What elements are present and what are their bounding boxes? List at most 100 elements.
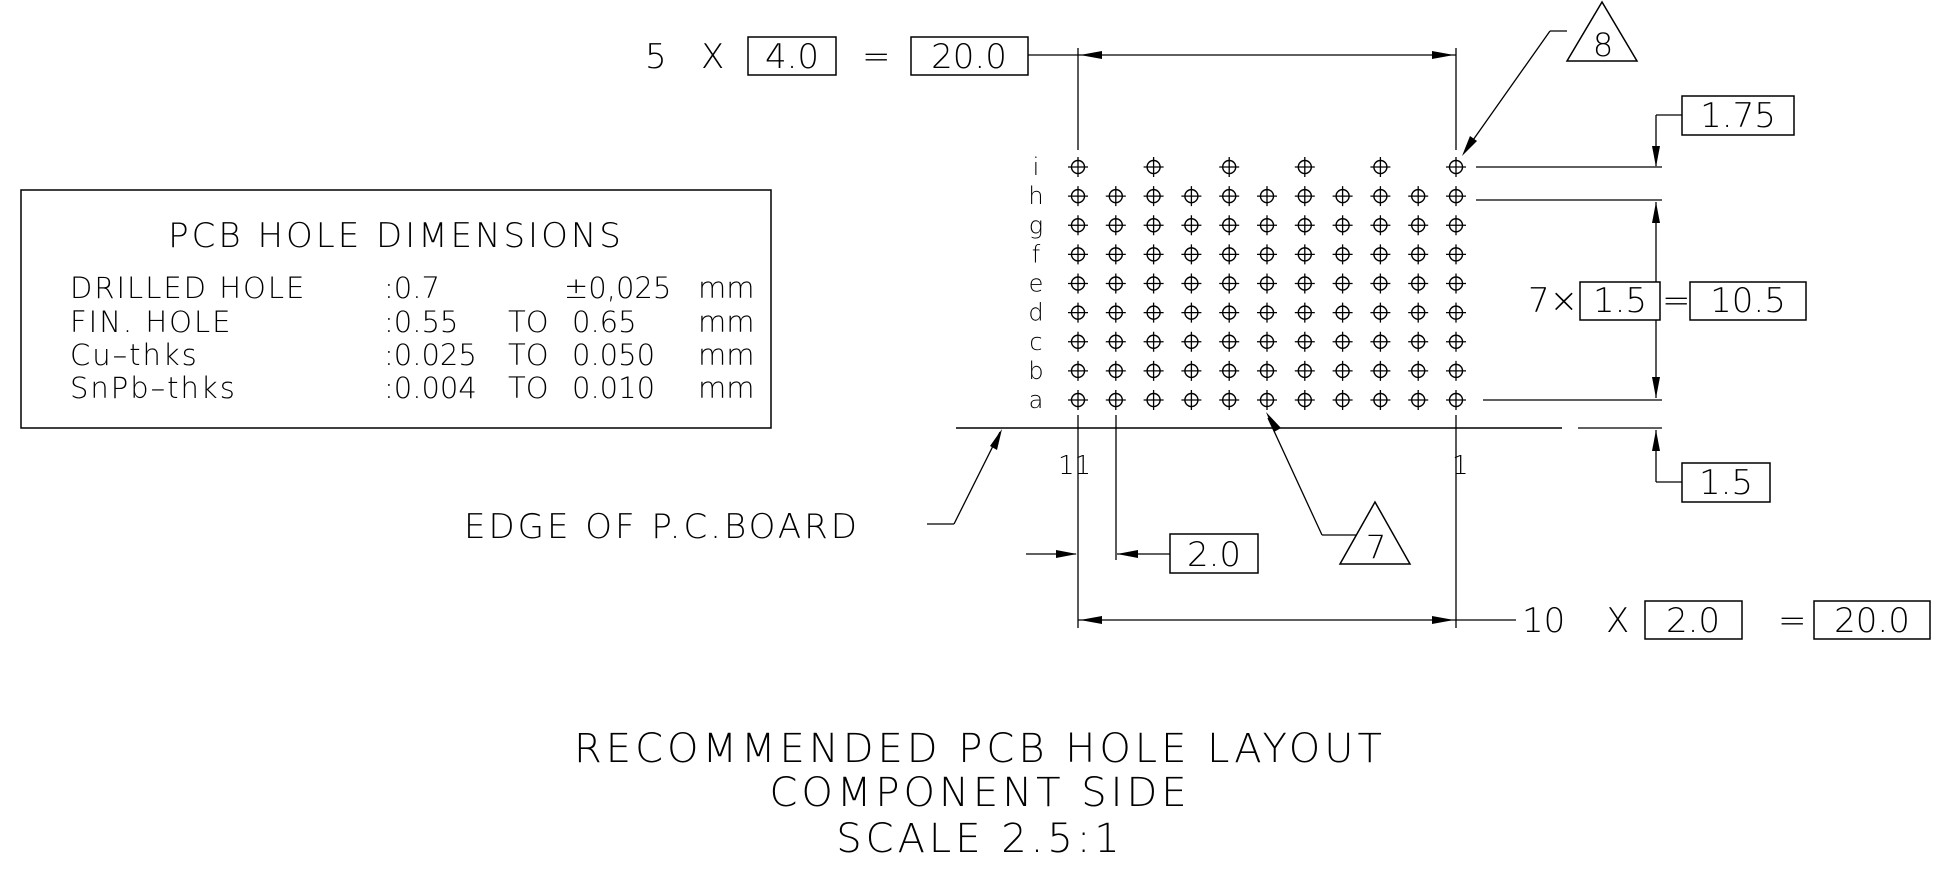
title-line-3: SCALE 2.5:1 [836,816,1124,862]
callout-8-leader [1465,30,1551,151]
hole-b4 [1332,360,1353,381]
hole-f9 [1143,244,1164,265]
hole-g10 [1105,215,1126,236]
top-dim-times: X [701,37,724,77]
hole-a1 [1446,390,1466,410]
hole-h4 [1332,186,1353,207]
bottom-dim-total: 20.0 [1834,601,1910,641]
row-unit: mm [698,305,755,339]
col-pitch-arrow-right [1117,550,1138,558]
hole-a7 [1219,390,1240,410]
hole-i3 [1370,157,1391,177]
hole-d1 [1446,302,1466,323]
top-dimension: 5 X 4.0 = 20.0 [645,36,1456,77]
hole-b2 [1408,360,1429,381]
hole-g9 [1143,215,1164,236]
row-label-e: e [1029,270,1044,298]
hole-h11 [1068,186,1088,207]
col-pitch-arrow-left [1056,550,1077,558]
top-dim-pitch-box [747,36,837,76]
callout-7-leader [1267,417,1323,536]
hole-f1 [1446,244,1466,265]
hole-b3 [1370,360,1391,381]
hole-g7 [1219,215,1240,236]
top-dim-total: 20.0 [931,37,1007,77]
hole-d5 [1294,302,1315,323]
hole-f3 [1370,244,1391,265]
vertical-dim-pitch-box [1579,281,1661,321]
top-dim-arrow-right [1432,51,1454,59]
hole-c7 [1219,331,1240,352]
hole-e1 [1446,273,1466,294]
row-value1: :0.55 [384,305,458,339]
hole-h9 [1143,186,1164,207]
row-label: DRILLED HOLE [70,271,306,305]
bottom-dim-pitch-box [1644,600,1743,640]
hole-b7 [1219,360,1240,381]
table-row: DRILLED HOLE :0.7 ±0,025 mm [70,271,755,305]
top-dim-equals: = [862,37,891,77]
hole-i7 [1219,157,1240,177]
board-edge: EDGE OF P.C.BOARD [464,427,1562,547]
hole-b9 [1143,360,1164,381]
row-value1: :0.004 [384,371,477,405]
bottom-dim-total-box [1813,600,1931,640]
row-label-g: g [1029,211,1043,239]
vertical-dim-equals: = [1662,281,1691,321]
table-border [20,189,772,429]
hole-a4 [1332,390,1353,410]
offset-top-arrow [1652,146,1660,167]
table-row: FIN. HOLE :0.55 TO 0.65 mm [70,305,755,339]
hole-c6 [1257,331,1277,352]
top-dim-count: 5 [645,37,667,77]
row-value2: 0.050 [572,338,655,372]
hole-a11 [1068,390,1088,410]
hole-d2 [1408,302,1429,323]
hole-a2 [1408,390,1429,410]
bottom-dim-equals: = [1778,601,1807,641]
hole-c4 [1332,331,1353,352]
hole-e9 [1143,273,1164,294]
hole-b10 [1105,360,1126,381]
hole-d11 [1068,302,1088,323]
row-label-h: h [1028,182,1043,210]
bottom-dim-times: X [1606,601,1629,641]
hole-b6 [1257,360,1277,381]
row-label: SnPb–thks [70,371,237,405]
top-dim-pitch: 4.0 [765,37,819,77]
row-unit: mm [698,271,755,305]
hole-e10 [1105,273,1126,294]
callout-8: 8 [1462,0,1639,156]
hole-c5 [1294,331,1315,352]
hole-h5 [1294,186,1315,207]
hole-e3 [1370,273,1391,294]
row-value2: ±0,025 [564,271,671,305]
row-label-b: b [1028,357,1043,385]
hole-h7 [1219,186,1240,207]
row-label: FIN. HOLE [70,305,232,339]
hole-grid [1068,157,1466,410]
hole-g1 [1446,215,1466,236]
hole-g6 [1257,215,1277,236]
row-label-a: a [1029,386,1044,414]
row-value1: :0.7 [384,271,440,305]
vertical-dim-count: 7× [1528,281,1578,321]
vertical-dim-total-box [1689,281,1807,321]
hole-c1 [1446,331,1466,352]
title-block: RECOMMENDED PCB HOLE LAYOUT COMPONENT SI… [574,726,1382,862]
row-to: TO [508,371,549,405]
offset-bottom-arrow [1652,430,1660,451]
hole-e2 [1408,273,1429,294]
row-label: Cu–thks [70,338,199,372]
hole-g11 [1068,215,1088,236]
hole-c10 [1105,331,1126,352]
vertical-dim-arrow-bottom [1652,377,1660,398]
bottom-dim-pitch: 2.0 [1666,601,1720,641]
row-value1: :0.025 [384,338,477,372]
hole-a6 [1257,390,1277,410]
hole-f8 [1181,244,1202,265]
hole-f2 [1408,244,1429,265]
hole-a8 [1181,390,1202,410]
